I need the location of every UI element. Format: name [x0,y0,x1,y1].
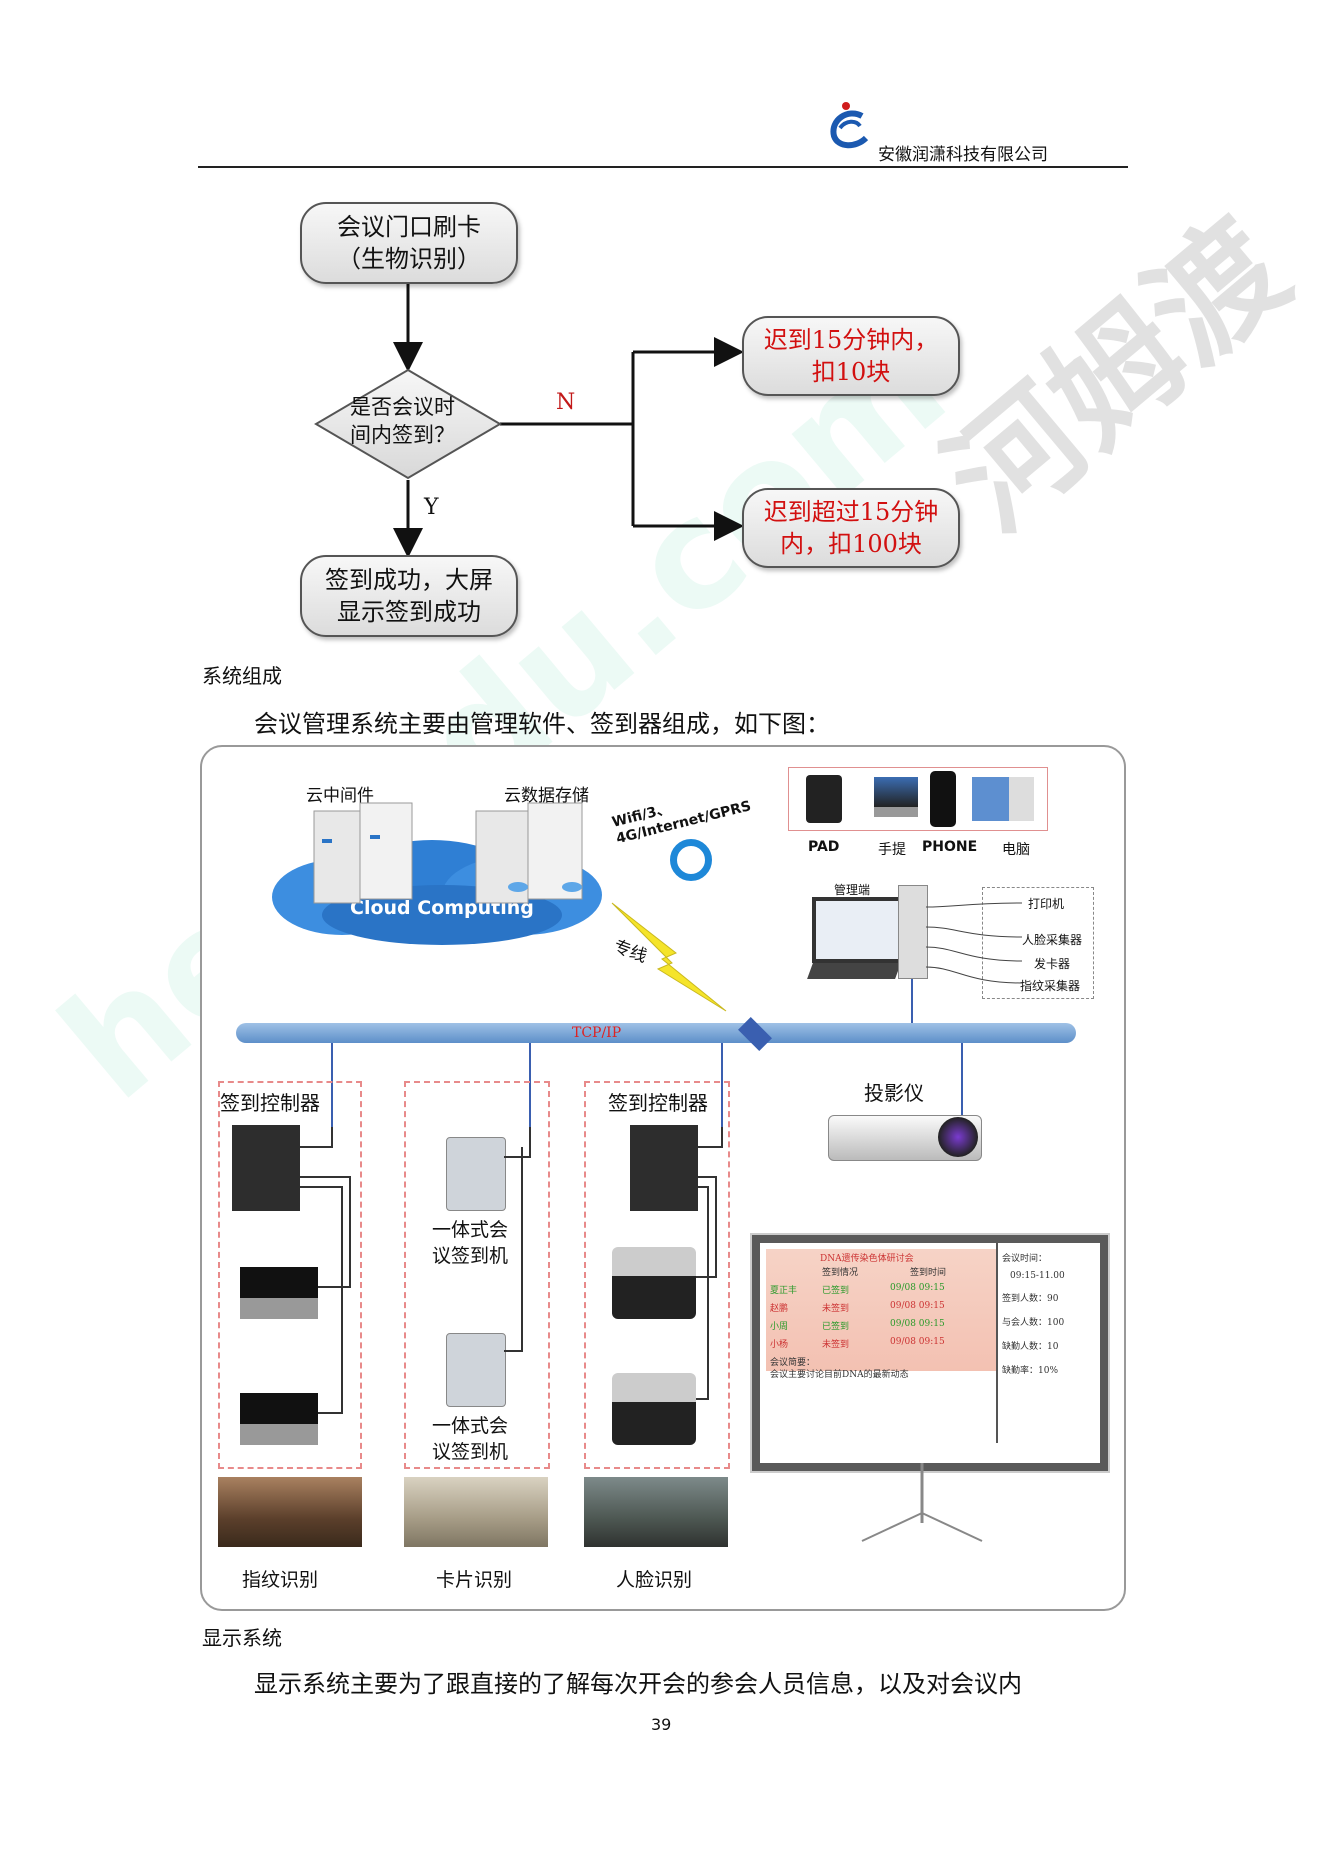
device-label-pc: 电脑 [1002,842,1030,858]
internet-explorer-icon [670,839,712,881]
screen-attendees: 与会人数：100 [1002,1318,1065,1328]
lightning-icon [611,902,727,1012]
controller-box-icon [630,1125,698,1211]
device-label-laptop: 手提 [878,842,906,858]
screen-row-name: 小周 [770,1322,789,1332]
controller-group-right [584,1081,730,1469]
company-name: 安徽润潇科技有限公司 [878,145,1048,165]
cloud-middleware-label: 云中间件 [306,786,374,806]
card-kiosk-icon [446,1137,506,1211]
screen-row-time: 09/08 09:15 [890,1283,945,1293]
caption-fingerprint: 指纹识别 [242,1569,319,1591]
peripheral-card: 发卡器 [1034,957,1071,971]
screen-meeting-time: 09:15-11.00 [1010,1271,1065,1281]
device-label-phone: PHONE [922,839,978,855]
flow-start-box: 会议门口刷卡 （生物识别） [300,202,518,284]
screen-divider [996,1243,998,1443]
screen-row-status: 未签到 [822,1304,850,1314]
phone-icon [930,771,956,827]
network-links [331,979,963,1127]
flow-no-label: N [556,390,576,415]
laptop-icon [874,777,918,817]
cloud-storage-label: 云数据存储 [504,786,589,806]
screen-row-status: 已签到 [822,1286,850,1296]
controller-group-left [218,1081,362,1469]
face-reader-icon [612,1247,696,1319]
device-cables [300,1127,723,1414]
screen-row-time: 09/08 09:15 [890,1319,945,1329]
screen-row-time: 09/08 09:15 [890,1337,945,1347]
storage-server-icon [475,802,583,904]
screen-table [766,1249,996,1371]
screen-row-name: 小杨 [770,1340,789,1350]
device-label-pad: PAD [808,839,840,855]
screen-col-status: 签到情况 [822,1268,859,1278]
computer-icon [972,777,1034,821]
screen-checked-in: 签到人数：90 [1002,1294,1059,1304]
screen-row-name: 夏正丰 [770,1286,798,1296]
peripheral-printer: 打印机 [1028,897,1065,911]
kiosk-label-1: 一体式会 议签到机 [432,1219,509,1267]
card-kiosk-icon [446,1333,506,1407]
page-number: 39 [651,1715,672,1734]
devices-box [788,767,1048,831]
flow-late15-box: 迟到15分钟内， 扣10块 [742,316,960,396]
flowchart-connectors [314,282,744,558]
screen-title: DNA遗传染色体研讨会 [820,1254,914,1264]
screen-row-status: 已签到 [822,1322,850,1332]
peripherals-box [982,887,1094,999]
kiosk-label-2: 一体式会 议签到机 [432,1415,509,1463]
screen-col-time: 签到时间 [910,1268,947,1278]
kiosk-group [404,1081,550,1469]
section-title-display: 显示系统 [202,1626,282,1650]
screen-row-status: 未签到 [822,1340,850,1350]
admin-label: 管理端 [834,883,871,897]
screen-tripod-icon [861,1463,983,1542]
company-logo-icon [826,98,872,150]
controller-group-left-title: 签到控制器 [220,1091,320,1115]
admin-monitor-icon [812,897,904,963]
header-rule [198,166,1128,168]
section-body-system: 会议管理系统主要由管理软件、签到器组成，如下图： [254,710,830,738]
admin-tower-icon [898,885,928,979]
server-icon [313,802,413,904]
screen-meeting-time-label: 会议时间： [1002,1254,1048,1264]
tablet-icon [806,775,842,823]
screen-row-time: 09/08 09:15 [890,1301,945,1311]
flow-late-over15-box: 迟到超过15分钟 内，扣100块 [742,488,960,568]
network-label: TCP/IP [572,1025,622,1041]
peripheral-cables [926,902,1023,984]
controller-group-right-title: 签到控制器 [608,1091,708,1115]
system-diagram: Cloud Computing 云中间件 云数据存储 Wifi/3、 4G/In… [200,745,1126,1611]
fingerprint-reader-icon [240,1393,318,1445]
peripheral-face: 人脸采集器 [1022,933,1083,947]
fingerprint-reader-icon [240,1267,318,1319]
projector-label: 投影仪 [864,1081,924,1105]
screen-summary-label: 会议简要： [770,1358,816,1368]
projector-lens-icon [938,1117,978,1157]
flow-success-box: 签到成功，大屏 显示签到成功 [300,555,518,637]
section-body-display: 显示系统主要为了跟直接的了解每次开会的参会人员信息，以及对会议内 [254,1670,1022,1698]
conference-room-photo [584,1477,728,1547]
controller-box-icon [232,1125,300,1211]
screen-row-name: 赵鹏 [770,1304,789,1314]
peripheral-fingerprint: 指纹采集器 [1020,979,1081,993]
flow-decision-label: 是否会议时 间内签到？ [350,395,455,447]
projection-screen: DNA遗传染色体研讨会 签到情况 签到时间 夏正丰 已签到 09/08 09:1… [752,1235,1108,1471]
network-bus [236,1023,1076,1043]
caption-card: 卡片识别 [436,1569,513,1591]
conference-room-photo [218,1477,362,1547]
face-reader-icon [612,1373,696,1445]
screen-summary: 会议主要讨论目前DNA的最新动态 [770,1370,909,1380]
conference-room-photo [404,1477,548,1547]
caption-face: 人脸识别 [616,1569,693,1591]
screen-absent: 缺勤人数：10 [1002,1342,1059,1352]
screen-absence-rate: 缺勤率：10% [1002,1366,1059,1376]
section-title-system: 系统组成 [202,664,282,688]
flow-yes-label: Y [424,495,439,520]
